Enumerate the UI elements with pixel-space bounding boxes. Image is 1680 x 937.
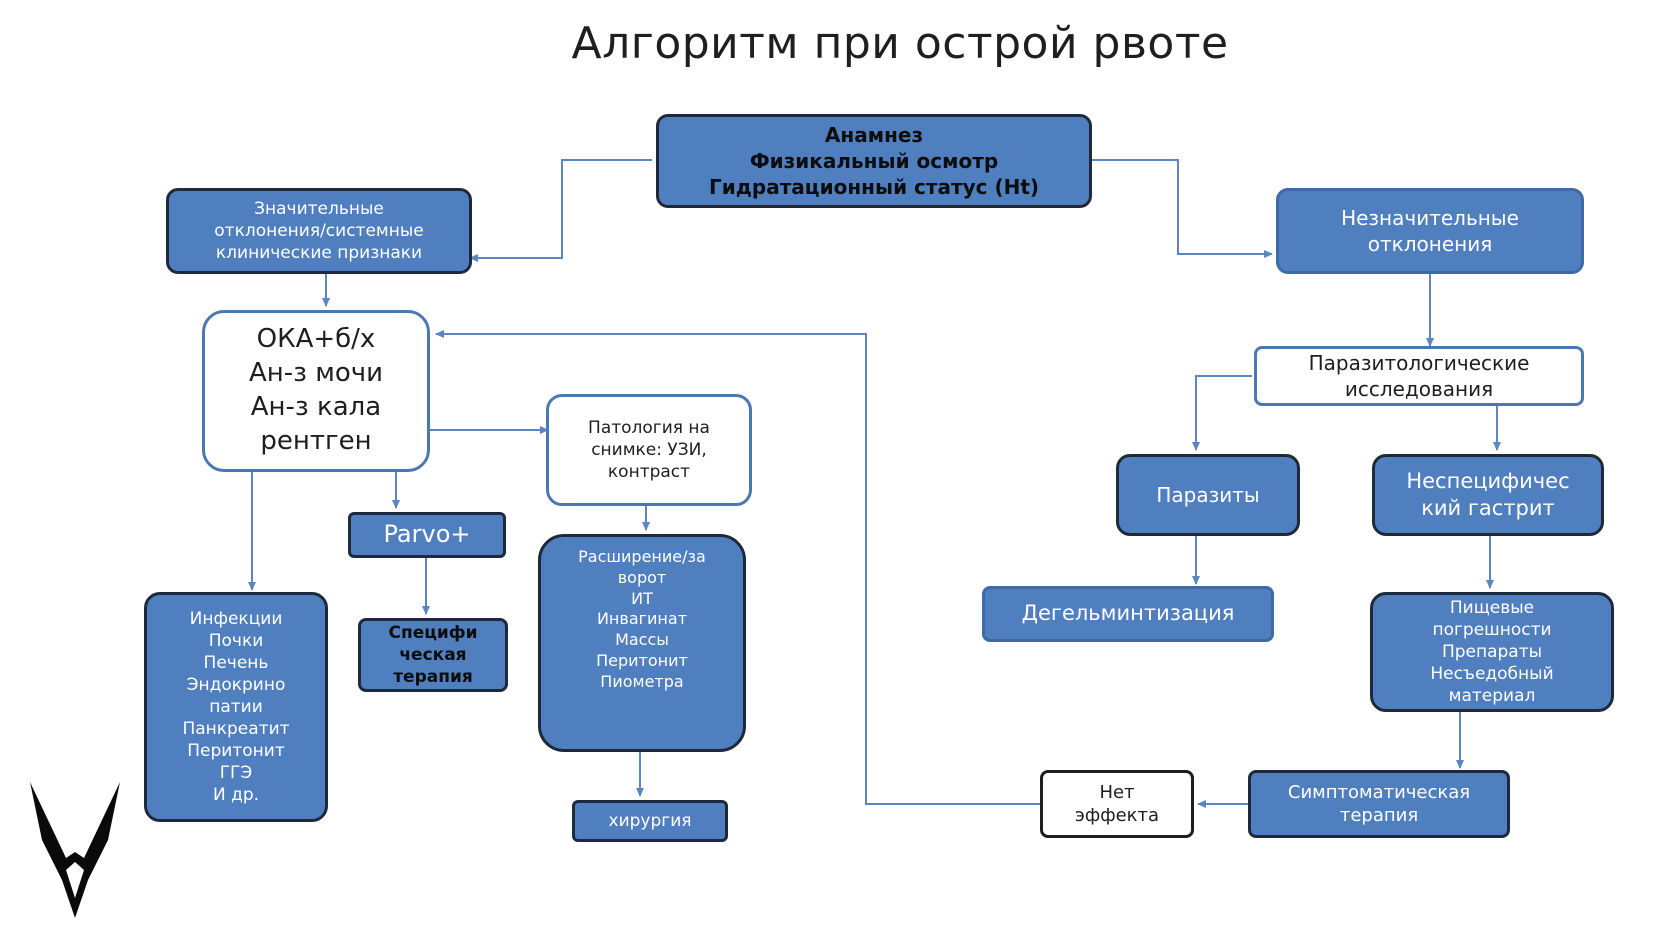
anamnesis-label: Анамнез Физикальный осмотр Гидратационны… [708,123,1040,199]
specific-therapy-label: Специфи ческая терапия [388,622,478,688]
arrow-anamnesis-to-significant [469,159,652,262]
parasitology-box: Паразитологические исследования [1254,346,1584,406]
no-effect-box: Нет эффекта [1040,770,1194,838]
imaging-pathology-label: Патология на снимке: УЗИ, контраст [588,417,710,483]
deworming-label: Дегельминтизация [1021,601,1235,626]
minor-deviations-box: Незначительные отклонения [1276,188,1584,274]
dietary-causes-label: Пищевые погрешности Препараты Несъедобны… [1430,597,1554,707]
minor-deviations-label: Незначительные отклонения [1341,206,1519,256]
tests-label: ОКА+б/х Ан-з мочи Ан-з кала рентген [248,324,384,456]
infections-label: Инфекции Почки Печень Эндокрино патии Па… [182,608,290,806]
infections-box: Инфекции Почки Печень Эндокрино патии Па… [144,592,328,822]
obstruction-box: Расширение/за ворот ИТ Инвагинат Массы П… [538,534,746,752]
diagram-title: Алгоритм при острой рвоте [571,18,1229,69]
significant-deviations-box: Значительные отклонения/системные клинич… [166,188,472,274]
parasites-box: Паразиты [1116,454,1300,536]
anamnesis-box: Анамнез Физикальный осмотр Гидратационны… [656,114,1092,208]
parasitology-label: Паразитологические исследования [1308,351,1530,401]
v-logo-icon [30,782,120,918]
imaging-pathology-box: Патология на снимке: УЗИ, контраст [546,394,752,506]
deworming-box: Дегельминтизация [982,586,1274,642]
surgery-label: хирургия [608,810,692,831]
symptomatic-therapy-label: Симптоматическая терапия [1287,781,1471,826]
gastritis-label: Неспецифичес кий гастрит [1406,468,1570,520]
parvo-box: Parvo+ [348,512,506,558]
parvo-label: Parvo+ [383,520,471,549]
tests-box: ОКА+б/х Ан-з мочи Ан-з кала рентген [202,310,430,472]
dietary-causes-box: Пищевые погрешности Препараты Несъедобны… [1370,592,1614,712]
surgery-box: хирургия [572,800,728,842]
specific-therapy-box: Специфи ческая терапия [358,618,508,692]
obstruction-label: Расширение/за ворот ИТ Инвагинат Массы П… [578,547,706,691]
arrow-anamnesis-to-minor [1090,159,1273,258]
arrow-no-effect-to-tests [435,330,1040,805]
arrow-parasitology-to-parasites [1192,375,1252,451]
symptomatic-therapy-box: Симптоматическая терапия [1248,770,1510,838]
gastritis-box: Неспецифичес кий гастрит [1372,454,1604,536]
parasites-label: Паразиты [1156,483,1260,507]
no-effect-label: Нет эффекта [1074,781,1160,826]
significant-deviations-label: Значительные отклонения/системные клинич… [214,198,424,264]
